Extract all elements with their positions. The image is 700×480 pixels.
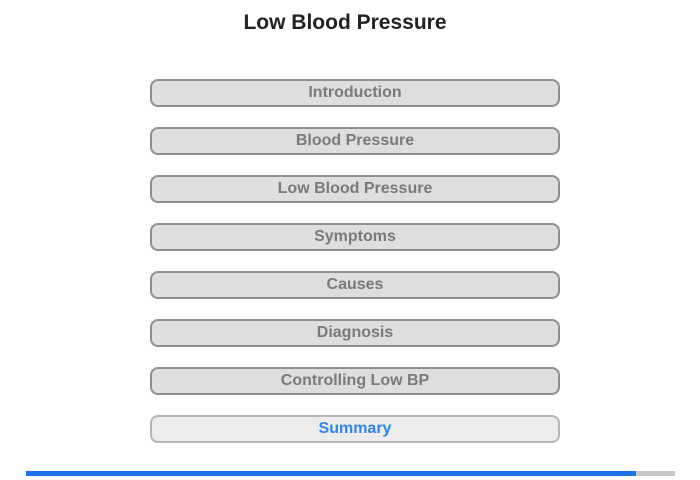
menu-button-low-blood-pressure[interactable]: Low Blood Pressure [150,175,560,203]
menu-button-blood-pressure[interactable]: Blood Pressure [150,127,560,155]
progress-bar [26,471,675,476]
menu-button-summary[interactable]: Summary [150,415,560,443]
chapter-menu: Introduction Blood Pressure Low Blood Pr… [150,79,560,443]
menu-button-diagnosis[interactable]: Diagnosis [150,319,560,347]
menu-button-controlling-low-bp[interactable]: Controlling Low BP [150,367,560,395]
page-title: Low Blood Pressure [243,11,447,34]
menu-button-symptoms[interactable]: Symptoms [150,223,560,251]
menu-button-introduction[interactable]: Introduction [150,79,560,107]
progress-bar-fill [26,471,637,476]
menu-button-causes[interactable]: Causes [150,271,560,299]
